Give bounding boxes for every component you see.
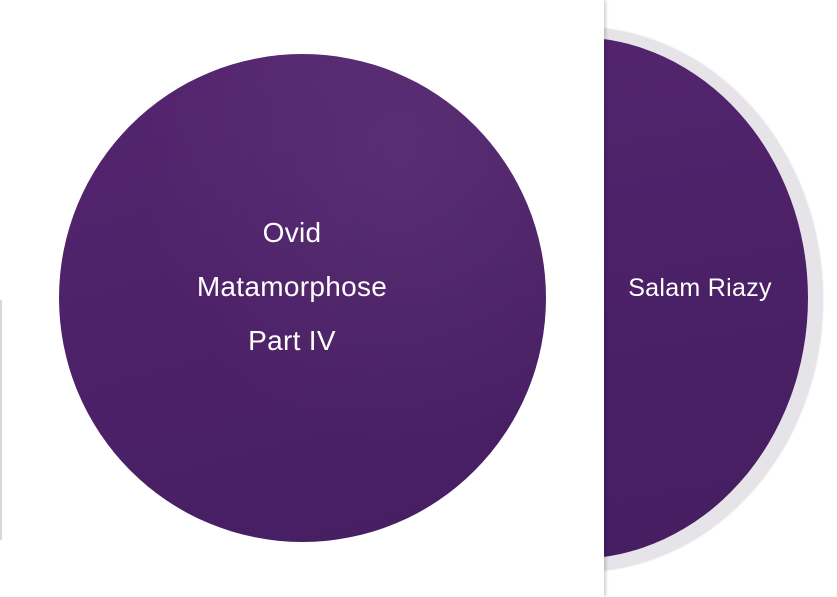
cover-circle (59, 54, 546, 542)
disc-artist-name: Salam Riazy (628, 274, 772, 302)
cover-title-line-2: Matamorphose (196, 271, 388, 302)
sleeve-edge-line (0, 300, 2, 540)
cd-sleeve: Ovid Matamorphose Part IV (0, 54, 546, 542)
cover-title-line-3: Part IV (248, 325, 336, 356)
cover-title-line-1: Ovid (262, 217, 322, 248)
